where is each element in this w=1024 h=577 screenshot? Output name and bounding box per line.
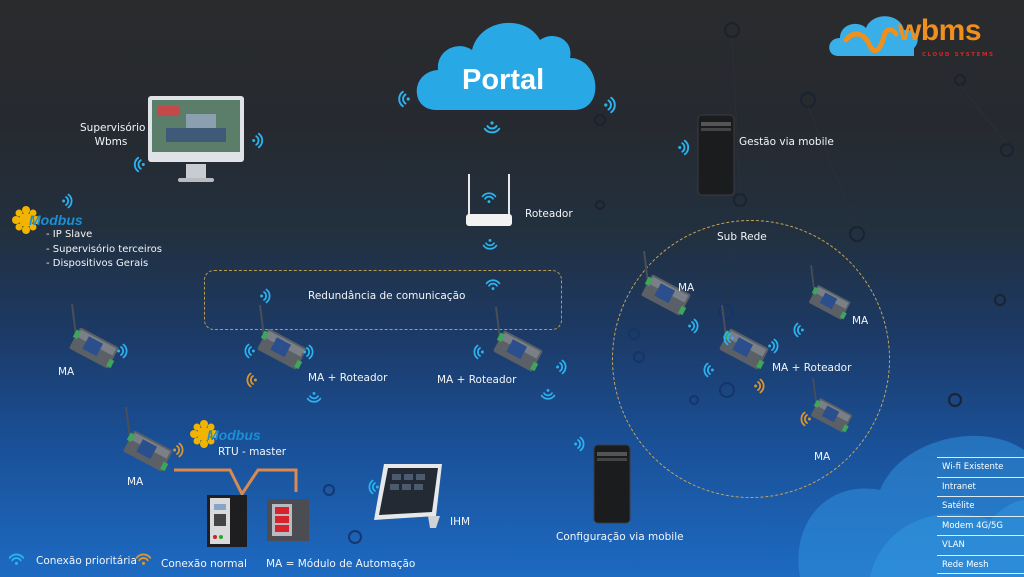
ma-router-2-label: MA + Roteador <box>437 374 517 386</box>
wifi-priority-icon <box>117 343 128 359</box>
legend-abbreviation: MA = Módulo de Automação <box>266 558 416 570</box>
logo-cloud-icon <box>829 16 918 56</box>
automation-module-icon <box>806 264 854 322</box>
wifi-priority-icon <box>604 96 616 114</box>
modbus-rtu-logo-text: Modbus <box>207 427 261 443</box>
wifi-priority-icon <box>556 359 567 375</box>
router-icon <box>466 174 512 226</box>
wifi-priority-icon <box>398 90 410 108</box>
wifi-priority-icon <box>62 193 73 209</box>
wifi-priority-icon <box>678 139 690 156</box>
connection-type-item: Wi-fi Existente <box>937 457 1024 477</box>
legend-normal-label: Conexão normal <box>161 558 247 570</box>
wifi-normal-icon <box>754 378 765 394</box>
mobile-configuration-label: Configuração via mobile <box>556 531 684 543</box>
subnet-ma-right-label: MA <box>852 315 869 327</box>
wifi-priority-icon <box>688 318 699 334</box>
wifi-priority-icon <box>540 388 556 400</box>
protection-relay-icon <box>207 495 247 547</box>
wifi-priority-icon <box>473 344 484 360</box>
modbus-ip-item: - Supervisório terceiros <box>46 243 162 255</box>
modbus-ip-logo-text: Modbus <box>29 212 83 228</box>
mobile-phone-icon <box>697 114 735 196</box>
wifi-normal-icon <box>173 442 184 458</box>
subnet-ma-router-label: MA + Roteador <box>772 362 852 374</box>
supervisory-label: Supervisório Wbms <box>80 121 146 149</box>
wifi-priority-icon <box>481 192 497 204</box>
wifi-priority-icon <box>483 120 501 134</box>
connection-type-item: Satélite <box>937 496 1024 516</box>
logo-tagline: CLOUD SYSTEMS <box>922 52 995 58</box>
subnet-ma-bottom-label: MA <box>814 451 831 463</box>
modbus-gear-icon <box>190 420 218 448</box>
modbus-gear-icon <box>12 206 40 234</box>
wifi-priority-icon <box>574 436 585 452</box>
connection-type-item: Intranet <box>937 476 1024 497</box>
router-label: Roteador <box>525 208 573 220</box>
connection-type-item: VLAN <box>937 535 1024 555</box>
redundancy-label: Redundância de comunicação <box>308 290 466 302</box>
ma-left-label: MA <box>58 366 75 378</box>
wifi-priority-icon <box>485 279 501 291</box>
modbus-rtu-label: RTU - master <box>218 446 287 458</box>
power-meter-icon <box>267 499 309 541</box>
wifi-priority-icon <box>703 362 714 378</box>
wifi-priority-icon <box>133 156 145 173</box>
wbms-logo: wbms CLOUD SYSTEMS <box>826 6 1006 64</box>
wifi-normal-icon <box>800 411 811 427</box>
connection-type-item: Modem 4G/5G <box>937 515 1024 536</box>
supervisory-label-line1: Supervisório <box>80 122 146 134</box>
ma-bottom-left-label: MA <box>127 476 144 488</box>
hmi-label: IHM <box>450 516 471 528</box>
portal-label: Portal <box>462 64 545 96</box>
wifi-priority-icon <box>768 338 779 354</box>
wifi-normal-icon <box>246 372 257 388</box>
wifi-priority-icon <box>306 391 322 403</box>
wifi-priority-icon <box>723 330 734 346</box>
portal-cloud-icon <box>416 22 596 111</box>
hmi-tablet-icon <box>374 464 442 528</box>
modbus-ip-list: - IP Slave - Supervisório terceiros - Di… <box>46 228 162 272</box>
wifi-priority-icon <box>482 238 498 250</box>
legend-priority-label: Conexão prioritária <box>36 555 137 567</box>
redundancy-group-outline <box>204 270 562 330</box>
wifi-priority-icon <box>793 322 804 338</box>
logo-wordmark: wbms <box>898 14 982 47</box>
wifi-priority-icon <box>244 343 255 359</box>
supervisory-monitor-icon <box>148 96 244 182</box>
mobile-phone-icon <box>593 444 631 524</box>
rtu-bus-line <box>174 468 298 497</box>
wifi-priority-icon <box>252 132 264 149</box>
connection-type-item: Rede Mesh <box>937 554 1024 574</box>
modbus-ip-item: - IP Slave <box>46 229 93 240</box>
wifi-priority-icon <box>368 479 379 495</box>
supervisory-label-line2: Wbms <box>94 136 128 148</box>
wifi-priority-legend-icon <box>8 553 25 566</box>
mobile-management-label: Gestão via mobile <box>739 136 834 148</box>
automation-module-icon <box>808 377 856 435</box>
subnet-title: Sub Rede <box>717 231 767 243</box>
ma-router-1-label: MA + Roteador <box>308 372 388 384</box>
connection-types-list: Wi-fi Existente Intranet Satélite Modem … <box>937 457 1024 574</box>
subnet-group-outline <box>612 220 890 498</box>
wifi-normal-legend-icon <box>135 553 152 566</box>
modbus-ip-item: - Dispositivos Gerais <box>46 258 149 269</box>
subnet-ma-top-left-label: MA <box>678 282 695 294</box>
wifi-priority-icon <box>303 344 314 360</box>
